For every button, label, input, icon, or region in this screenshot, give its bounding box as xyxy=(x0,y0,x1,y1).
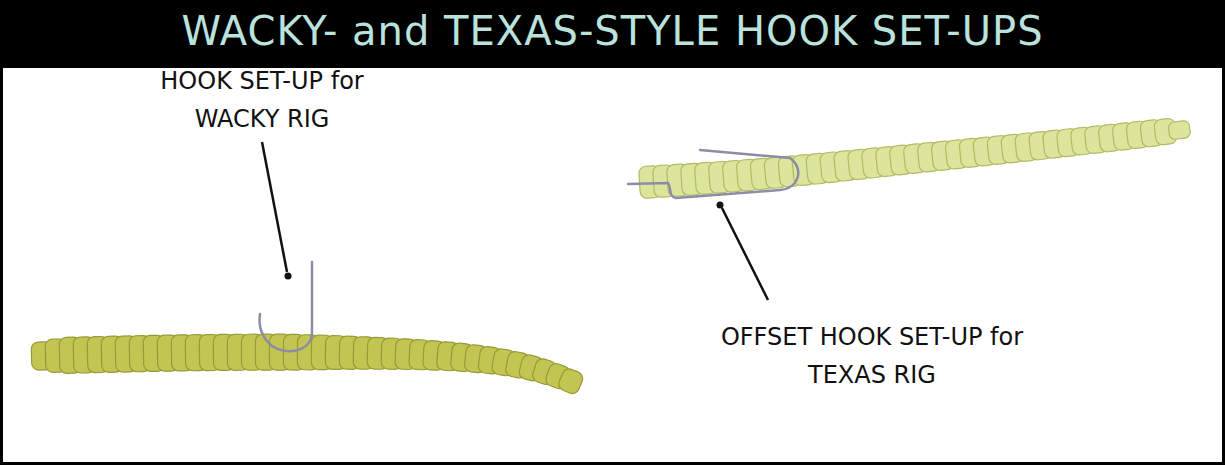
offset-hook xyxy=(628,150,798,198)
callout-label: HOOK SET-UP for WACKY RIG xyxy=(142,62,382,139)
wacky-hook xyxy=(260,262,313,351)
title: WACKY- and TEXAS-STYLE HOOK SET-UPS xyxy=(0,8,1225,54)
leader-dot xyxy=(717,202,724,209)
worm-segment xyxy=(557,367,585,396)
hooks xyxy=(260,150,799,351)
worms xyxy=(31,118,1191,396)
worm-segment xyxy=(1168,120,1191,140)
callout-label: OFFSET HOOK SET-UP for TEXAS RIG xyxy=(707,318,1037,395)
leader-dot xyxy=(285,273,292,280)
title-band xyxy=(0,0,1225,68)
leader-line xyxy=(722,208,768,300)
plastic-worm xyxy=(639,118,1191,199)
leader-lines xyxy=(262,142,768,300)
leader-line xyxy=(262,142,287,272)
